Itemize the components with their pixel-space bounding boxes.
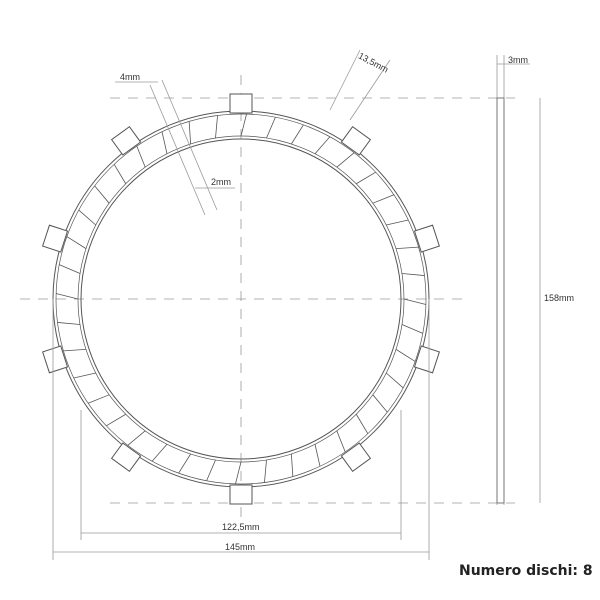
label-inner-diameter: 122,5mm (222, 522, 260, 532)
tab (42, 345, 69, 374)
label-thickness: 3mm (508, 55, 528, 65)
tab (229, 93, 253, 114)
label-friction-width: 4mm (120, 72, 140, 82)
tab (229, 484, 253, 505)
center-lines (20, 75, 515, 520)
tab (42, 224, 69, 253)
tab (110, 442, 142, 473)
tab (340, 442, 372, 473)
label-tab-width: 13,5mm (357, 51, 390, 75)
label-outer-diameter-tabs: 158mm (544, 293, 574, 303)
label-band-width: 2mm (211, 177, 231, 187)
label-outer-diameter: 145mm (225, 542, 255, 552)
friction-disc (42, 93, 440, 505)
disc-count-label: Numero dischi: 8 (459, 563, 593, 579)
side-view-plate (496, 97, 505, 504)
tab (340, 125, 372, 156)
dimension-lines (52, 49, 541, 560)
tab (413, 224, 440, 253)
tab (413, 345, 440, 374)
tab (110, 125, 142, 156)
